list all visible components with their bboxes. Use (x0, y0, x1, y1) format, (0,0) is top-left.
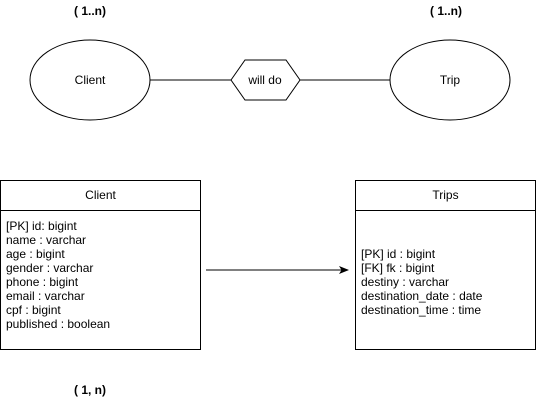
trip-cardinality-label: ( 1..n) (430, 4, 462, 18)
client-field: cpf : bigint (6, 303, 61, 317)
trips-field: destination_date : date (361, 289, 483, 303)
trips-field-list: [PK] id : bigint [FK] fk : bigint destin… (356, 247, 535, 317)
trips-field: [PK] id : bigint (361, 247, 436, 261)
will-do-relationship[interactable]: will do (230, 59, 301, 101)
client-field: email : varchar (6, 289, 85, 303)
trip-entity-label: Trip (440, 73, 461, 87)
trips-field: destination_time : time (361, 303, 482, 317)
client-field: gender : varchar (6, 261, 94, 275)
trips-field: [FK] fk : bigint (361, 261, 435, 275)
trips-table[interactable]: Trips [PK] id : bigint [FK] fk : bigint … (355, 180, 536, 350)
client-cardinality-label: ( 1..n) (74, 4, 106, 18)
client-field: published : boolean (6, 317, 111, 331)
client-entity-label: Client (75, 73, 106, 87)
client-entity[interactable]: Client (29, 39, 151, 121)
trips-field: destiny : varchar (361, 275, 450, 289)
client-field-list: [PK] id: bigint name : varchar age : big… (1, 219, 200, 331)
trips-table-title: Trips (356, 181, 535, 211)
client-field: name : varchar (6, 233, 87, 247)
client-field: [PK] id: bigint (6, 219, 77, 233)
client-table[interactable]: Client [PK] id: bigint name : varchar ag… (0, 180, 201, 350)
trip-entity[interactable]: Trip (389, 39, 511, 121)
bottom-cardinality-label: ( 1, n) (74, 383, 106, 397)
client-field: age : bigint (6, 247, 65, 261)
client-table-title: Client (1, 181, 200, 211)
client-field: phone : bigint (6, 275, 79, 289)
relationship-label: will do (247, 73, 282, 87)
